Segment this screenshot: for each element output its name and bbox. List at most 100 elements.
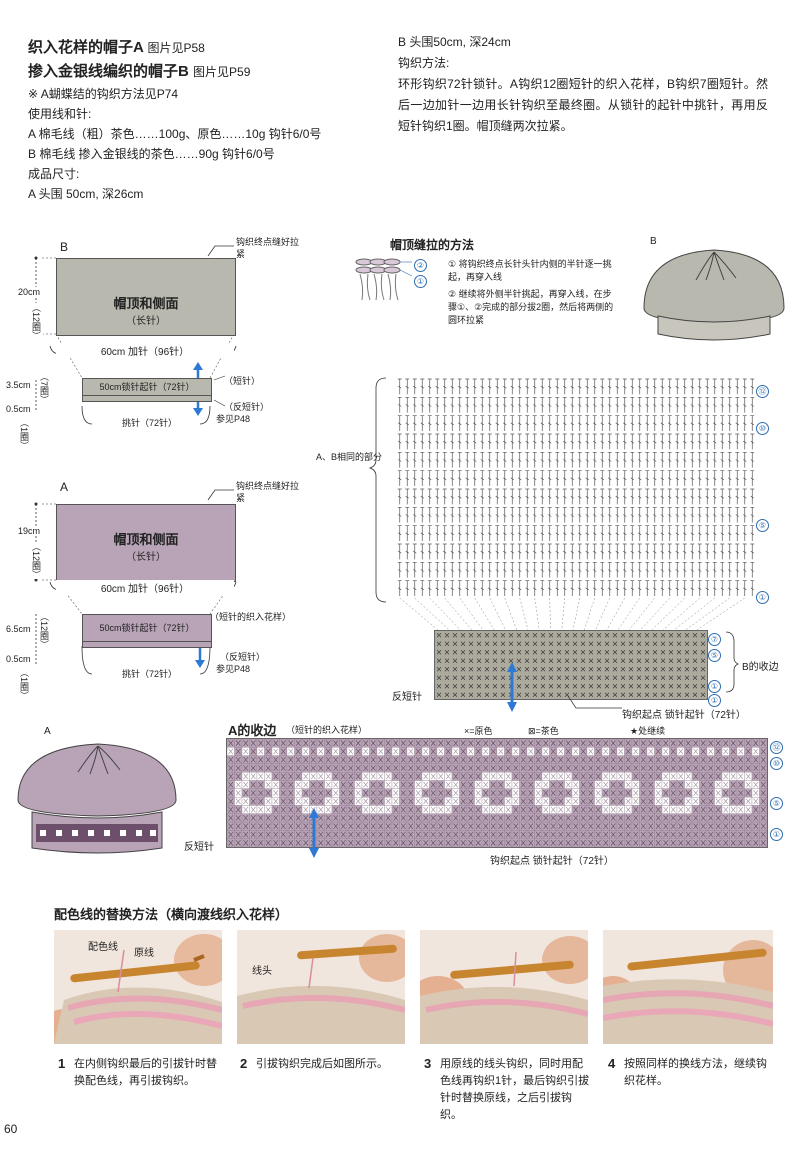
diagram-a-dim-19: 19cm bbox=[18, 526, 41, 536]
diagram-b-top-note: 钩织终点缝好拉紧 bbox=[236, 237, 300, 259]
material-a: A 棉毛线（粗）茶色……100g、原色……10g 钩针6/0号 bbox=[28, 127, 322, 141]
diagram-a-dim-12: （12圈） bbox=[30, 542, 43, 580]
chart-b-start: 钩织起点 锁针起针（72针） bbox=[622, 710, 746, 721]
crown-method-illustration bbox=[355, 258, 413, 301]
chart-b-band-x bbox=[436, 633, 706, 697]
diagram-a-dim-1: （1圈） bbox=[19, 668, 29, 701]
material-b: B 棉毛线 掺入金银线的茶色……90g 钩针6/0号 bbox=[28, 147, 275, 161]
title-a-ref: 图片见P58 bbox=[147, 41, 205, 55]
diagram-b-box-title: 帽顶和侧面 bbox=[113, 296, 179, 311]
diagram-b-dim-35: 3.5cm bbox=[6, 380, 31, 390]
chart-a-row10: ⑩ bbox=[770, 753, 783, 771]
chart-a-grid bbox=[226, 738, 768, 848]
swap-step-1-text: 在内侧钩织最后的引拔针时替换配色线，再引拔钩织。 bbox=[74, 1058, 217, 1087]
chart-b-row12: ⑫ bbox=[756, 381, 769, 399]
chart-b-band-row1: ① bbox=[708, 676, 721, 694]
swap-step-1-num: 1 bbox=[58, 1056, 66, 1071]
swap-step-4-text: 按照同样的换线方法，继续钩织花样。 bbox=[624, 1058, 767, 1087]
diagram-b-dim-20: 20cm bbox=[18, 287, 41, 297]
title-b: 掺入金银线编织的帽子B bbox=[28, 63, 189, 80]
chart-b-stitch-grid bbox=[397, 378, 755, 631]
title-b-line: 掺入金银线编织的帽子B 图片见P59 bbox=[28, 60, 388, 84]
chart-b-band bbox=[434, 630, 708, 700]
diagram-a-dim-05: 0.5cm bbox=[6, 654, 31, 664]
hat-b-letter: B bbox=[650, 236, 657, 247]
chart-b-band-row1b: ① bbox=[708, 690, 721, 708]
swap-photo-1-label1: 配色线 bbox=[88, 942, 118, 953]
chart-a-row5: ⑤ bbox=[770, 793, 783, 811]
chart-a-title: A的收边 bbox=[228, 723, 277, 738]
swap-photo-1-label2: 原线 bbox=[134, 948, 154, 959]
diagram-b-band: 50cm锁针起针（72针） bbox=[82, 378, 212, 396]
diagram-b-dim-12: （12圈） bbox=[30, 303, 43, 341]
chart-b-band-row5: ⑤ bbox=[708, 645, 721, 663]
size-label: 成品尺寸: bbox=[28, 167, 80, 181]
chart-b-band-row7: ⑦ bbox=[708, 629, 721, 647]
title-a-line: 织入花样的帽子A 图片见P58 bbox=[28, 36, 388, 60]
diagram-a-label-pattern: （短针的织入花样） bbox=[210, 612, 292, 622]
left-header: 织入花样的帽子A 图片见P58 掺入金银线编织的帽子B 图片见P59 ※ A蝴蝶… bbox=[28, 36, 388, 204]
crown-step-2: ② 继续将外侧半针挑起，再穿入线，在步骤①、②完成的部分拔2圈，然后将两侧的圆环… bbox=[448, 289, 614, 325]
title-b-ref: 图片见P59 bbox=[193, 65, 251, 79]
diagram-a-band-edge bbox=[82, 641, 212, 648]
swap-photo-3 bbox=[420, 930, 588, 1044]
size-b: B 头围50cm, 深24cm bbox=[398, 35, 511, 49]
chart-b-same-part: A、B相同的部分 bbox=[316, 452, 383, 462]
swap-photo-4-art bbox=[603, 930, 773, 1044]
chart-b-band-arrow bbox=[507, 662, 517, 712]
diagram-b-dim-1: （1圈） bbox=[19, 418, 29, 451]
swap-step-3: 3 用原线的线头钩织，同时用配色线再钩织1针，最后钩织引拔针时替换原线，之后引拔… bbox=[424, 1056, 592, 1124]
chart-b-reverse: 反短针 bbox=[392, 692, 422, 703]
swap-step-2-text: 引拔钩织完成后如图所示。 bbox=[256, 1058, 388, 1070]
swap-step-4: 4 按照同样的换线方法，继续钩织花样。 bbox=[608, 1056, 776, 1090]
swap-photo-4 bbox=[603, 930, 773, 1044]
swap-photo-1 bbox=[54, 930, 222, 1044]
swap-photo-2-art bbox=[237, 930, 405, 1044]
diagram-b-pickup: 挑针（72针） bbox=[120, 416, 180, 429]
diagram-a-body-box: 帽顶和侧面 （长针） bbox=[56, 504, 236, 582]
diagram-b-body-box: 帽顶和侧面 （长针） bbox=[56, 258, 236, 336]
diagram-a-dim-12b: （12圈） bbox=[39, 612, 49, 650]
method-text: 环形钩织72针锁针。A钩织12圈短针的织入花样，B钩织7圈短针。然后一边加针一边… bbox=[398, 77, 768, 133]
hat-a-illustration bbox=[17, 743, 177, 854]
size-a: A 头围 50cm, 深26cm bbox=[28, 187, 144, 201]
chart-b-edge-bracket bbox=[725, 631, 739, 693]
bow-note: ※ A蝴蝶结的钩织方法见P74 bbox=[28, 87, 179, 101]
diagram-a-box-bottom: 60cm 加针（96针） bbox=[56, 580, 234, 595]
diagram-b-letter: B bbox=[60, 240, 69, 254]
chart-b-row10: ⑩ bbox=[756, 418, 769, 436]
diagram-b-dim-7: （7圈） bbox=[39, 372, 49, 405]
hat-b-illustration bbox=[643, 249, 785, 341]
crown-mark-1: ① bbox=[414, 271, 427, 289]
swap-photo-2 bbox=[237, 930, 405, 1044]
diagram-a-label-reverse: （反短针） bbox=[220, 652, 266, 662]
crown-method-title: 帽顶缝拉的方法 bbox=[390, 238, 475, 252]
diagram-b-box-bottom: 60cm 加针（96针） bbox=[56, 343, 234, 358]
chart-a-start: 钩织起点 锁针起针（72针） bbox=[490, 856, 614, 867]
method-label: 钩织方法: bbox=[398, 56, 450, 70]
diagram-a-letter: A bbox=[60, 480, 69, 494]
chart-b-bracket bbox=[368, 377, 387, 603]
diagram-a-band: 50cm锁针起针（72针） bbox=[82, 614, 212, 642]
diagram-b-band-text: 50cm锁针起针（72针） bbox=[99, 382, 195, 392]
swap-step-2: 2 引拔钩织完成后如图所示。 bbox=[240, 1056, 408, 1073]
materials-label: 使用线和针: bbox=[28, 107, 92, 121]
chart-b-edge-label: B的收边 bbox=[742, 662, 779, 673]
diagram-a-box-title: 帽顶和侧面 bbox=[113, 532, 179, 547]
right-header: B 头围50cm, 深24cm 钩织方法: 环形钩织72针锁针。A钩织12圈短针… bbox=[398, 32, 768, 137]
diagram-a-dim-65: 6.5cm bbox=[6, 624, 31, 634]
diagram-b-box-sub: （长针） bbox=[126, 316, 166, 327]
swap-step-1: 1 在内侧钩织最后的引拔针时替换配色线，再引拔钩织。 bbox=[58, 1056, 226, 1090]
diagram-a-band-text: 50cm锁针起针（72针） bbox=[99, 623, 195, 633]
diagram-a-top-note: 钩织终点缝好拉紧 bbox=[236, 481, 300, 503]
crown-step-1: ① 将钩织终点长针头针内侧的半针逐一挑起，再穿入线 bbox=[448, 259, 612, 282]
diagram-a-box-sub: （长针） bbox=[126, 552, 166, 563]
diagram-b-label-short: （短针） bbox=[224, 376, 261, 386]
crown-mark-2: ② bbox=[414, 255, 427, 273]
diagram-b-ref: 参见P48 bbox=[216, 414, 251, 424]
chart-a-row12: ⑫ bbox=[770, 737, 783, 755]
diagram-a-ref: 参见P48 bbox=[216, 664, 251, 674]
chart-a-pattern bbox=[227, 739, 767, 847]
chart-b-start-line bbox=[567, 695, 622, 709]
chart-a-join: ★处继续 bbox=[630, 726, 666, 736]
